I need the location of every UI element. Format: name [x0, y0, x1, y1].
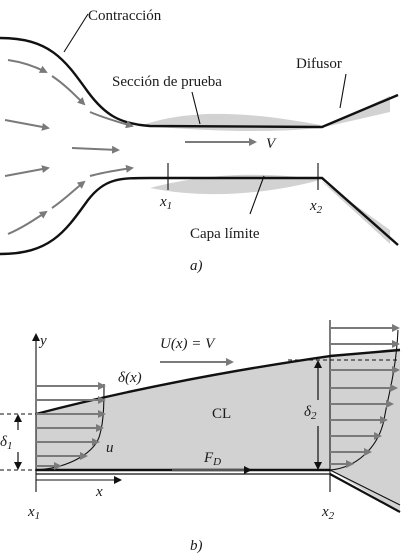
station-x2-label-b: x2 [321, 504, 335, 522]
flow-arrows [4, 59, 257, 235]
u-label: u [106, 440, 114, 456]
tunnel-wall-top [0, 36, 399, 129]
flow-arrow [4, 165, 50, 177]
delta1-label: δ1 [0, 434, 12, 452]
caption-b: b) [190, 538, 203, 554]
x-axis-label: x [95, 484, 103, 500]
panel-b: y x U(x) = V δ(x) CL δ1 δ2 u FD x1 x2 b) [0, 320, 401, 554]
flow-arrow [89, 111, 134, 129]
diffuser-wall-lower [329, 473, 401, 513]
drag-label: FD [203, 450, 221, 468]
flow-arrow [7, 59, 48, 73]
station-x2-label: x2 [309, 198, 323, 216]
leader-diffuser [339, 73, 347, 109]
flow-arrow [89, 164, 134, 177]
leader-boundary-layer [249, 175, 265, 215]
caption-a: a) [190, 258, 203, 274]
cl-label: CL [212, 406, 231, 422]
boundary-layer-top [140, 96, 390, 132]
test-section-label: Sección de prueba [112, 74, 222, 90]
y-axis-label: y [38, 333, 47, 349]
delta2-label: δ2 [304, 404, 317, 422]
delta-x-label: δ(x) [118, 370, 142, 386]
delta2-label-bg [300, 400, 326, 426]
free-stream-label: U(x) = V [160, 336, 216, 352]
contraction-label: Contracción [88, 8, 162, 24]
tunnel-wall-bottom [0, 176, 399, 256]
delta1-label-bg [0, 430, 22, 452]
boundary-layer-label: Capa límite [190, 226, 260, 242]
velocity-label: V [266, 136, 277, 152]
flow-arrow [51, 180, 86, 209]
profile-x2-arrows [330, 324, 400, 468]
panel-a: Contracción Difusor Sección de prueba V … [0, 8, 399, 274]
diffuser-wall-upper [329, 469, 401, 506]
flow-arrow [7, 210, 48, 235]
station-x1-label-b: x1 [27, 504, 40, 522]
leader-contraction [63, 13, 89, 53]
flow-arrow [4, 119, 50, 131]
flow-arrow [71, 145, 120, 154]
flow-arrow [51, 75, 86, 106]
station-x1-label: x1 [159, 194, 172, 212]
profile-x1-arrows [36, 382, 106, 470]
boundary-layer-region [36, 356, 330, 470]
diffuser-label: Difusor [296, 56, 342, 72]
leader-test-section [191, 91, 201, 125]
boundary-layer-bottom [150, 174, 390, 244]
